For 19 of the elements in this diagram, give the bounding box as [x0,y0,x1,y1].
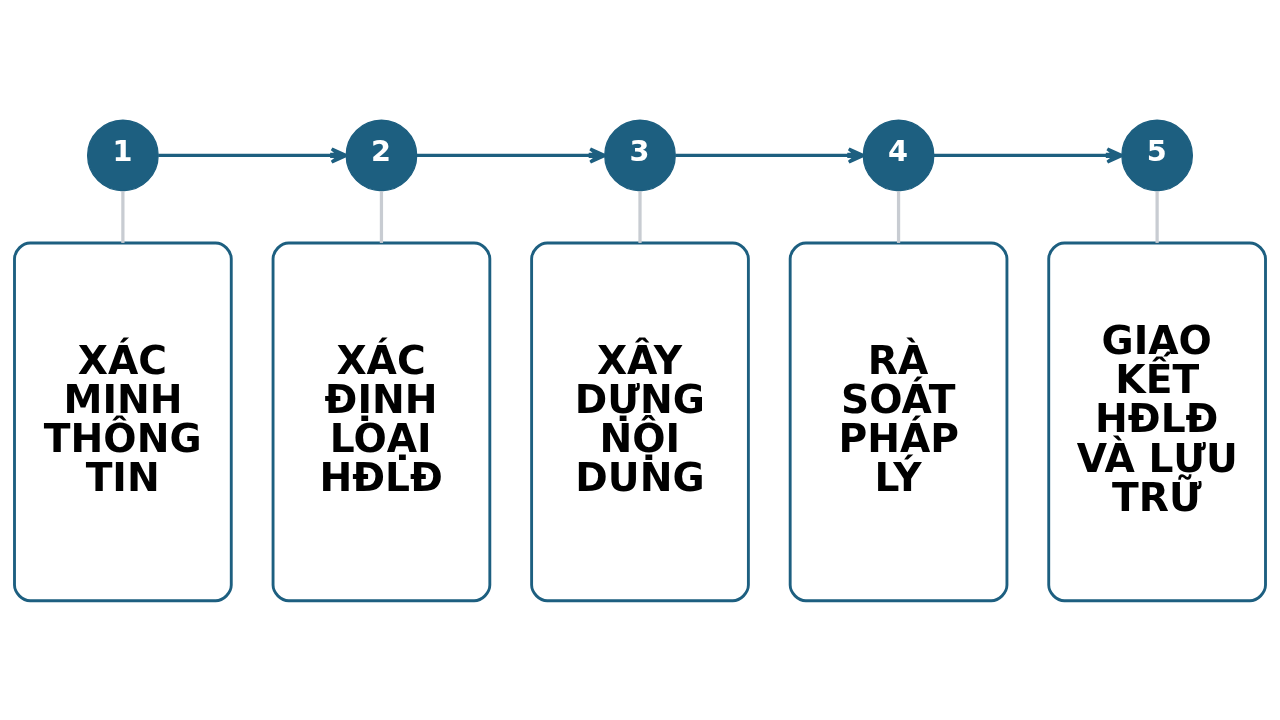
connector [638,190,642,243]
node-circle: 5 [1121,119,1194,191]
arrow [416,146,607,164]
arrow [158,146,348,164]
arrow [933,146,1124,164]
node-circle: 1 [86,119,159,191]
connector [1155,190,1159,243]
node-box: XÂY DỰNG NỘI DUNG [530,241,750,602]
node-box: XÁC MINH THÔNG TIN [13,241,233,602]
node-box: XÁC ĐỊNH LOẠI HĐLĐ [271,241,492,602]
connector [379,190,384,243]
node-box: RÀ SOÁT PHÁP LÝ [788,241,1009,602]
node-box: GIAO KẾT HĐLĐ VÀ LƯU TRỮ [1047,241,1267,602]
node-circle: 4 [862,119,935,191]
connector [896,190,901,243]
connector [121,190,125,243]
node-circle: 2 [345,119,418,191]
node-circle: 3 [604,119,676,191]
arrow [675,146,865,164]
